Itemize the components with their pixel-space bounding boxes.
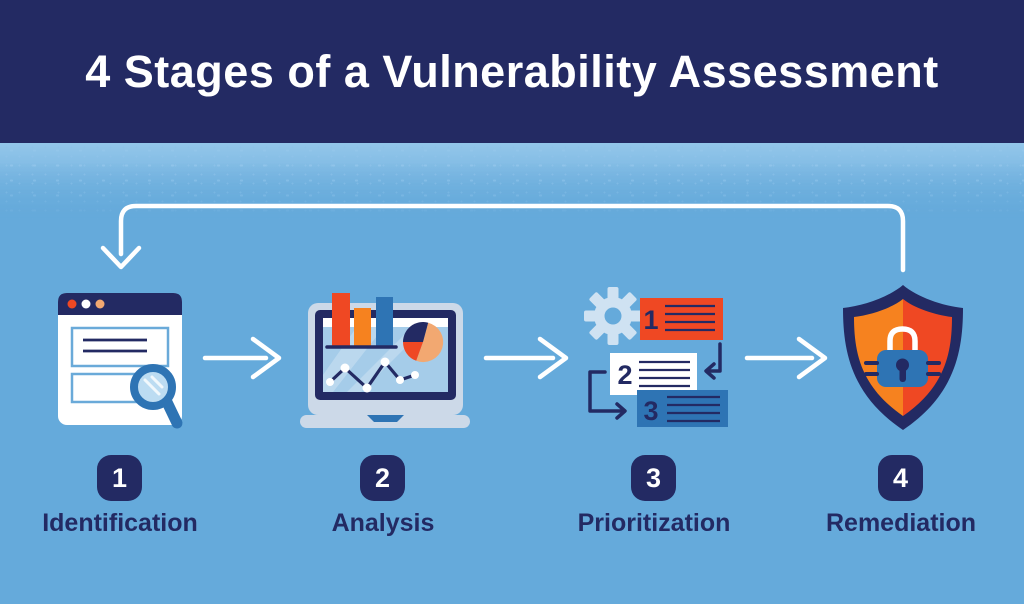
text-lines xyxy=(83,338,147,353)
stage-label-identification: Identification xyxy=(42,509,198,537)
stage-badge-4: 4 xyxy=(878,455,923,501)
stage-label-analysis: Analysis xyxy=(331,509,435,537)
laptop-notch xyxy=(367,415,404,422)
stage-badge-1: 1 xyxy=(97,455,142,501)
browser-magnifier-icon xyxy=(58,293,183,429)
task-card-2: 2 xyxy=(610,353,697,395)
line-chart xyxy=(326,357,419,393)
magnifier xyxy=(130,364,183,429)
gear-icon xyxy=(584,287,642,345)
stage-label-remediation: Remediation xyxy=(825,509,977,537)
padlock-icon xyxy=(864,326,941,387)
laptop-charts-icon xyxy=(300,293,470,428)
shield-padlock-icon xyxy=(843,285,963,430)
card-number-1: 1 xyxy=(643,305,658,335)
connector-arrow-3 xyxy=(744,336,828,380)
browser-titlebar xyxy=(58,293,182,315)
connector-arrow-2 xyxy=(483,336,569,380)
bar-chart xyxy=(325,293,398,349)
arrow-down-right-icon xyxy=(588,370,627,420)
stage-badge-2: 2 xyxy=(360,455,405,501)
task-card-1: 1 xyxy=(640,298,723,340)
stage-badge-3: 3 xyxy=(631,455,676,501)
arrow-down-left-icon xyxy=(704,342,722,380)
card-number-3: 3 xyxy=(643,396,658,426)
window-dot-white xyxy=(81,299,91,309)
card-number-2: 2 xyxy=(617,360,632,390)
header-band: 4 Stages of a Vulnerability Assessment xyxy=(0,0,1024,143)
content-box-1 xyxy=(70,326,170,368)
stage-label-prioritization: Prioritization xyxy=(577,509,731,537)
keyhole xyxy=(896,358,909,372)
task-card-3: 3 xyxy=(637,390,728,427)
pie-chart xyxy=(403,322,444,363)
page-title: 4 Stages of a Vulnerability Assessment xyxy=(85,45,939,97)
loop-arrow xyxy=(100,203,906,273)
gear-task-cards-icon: 1 2 3 xyxy=(584,287,728,427)
connector-arrow-1 xyxy=(202,336,282,380)
window-dot-peach xyxy=(95,299,105,309)
window-dot-red xyxy=(67,299,77,309)
